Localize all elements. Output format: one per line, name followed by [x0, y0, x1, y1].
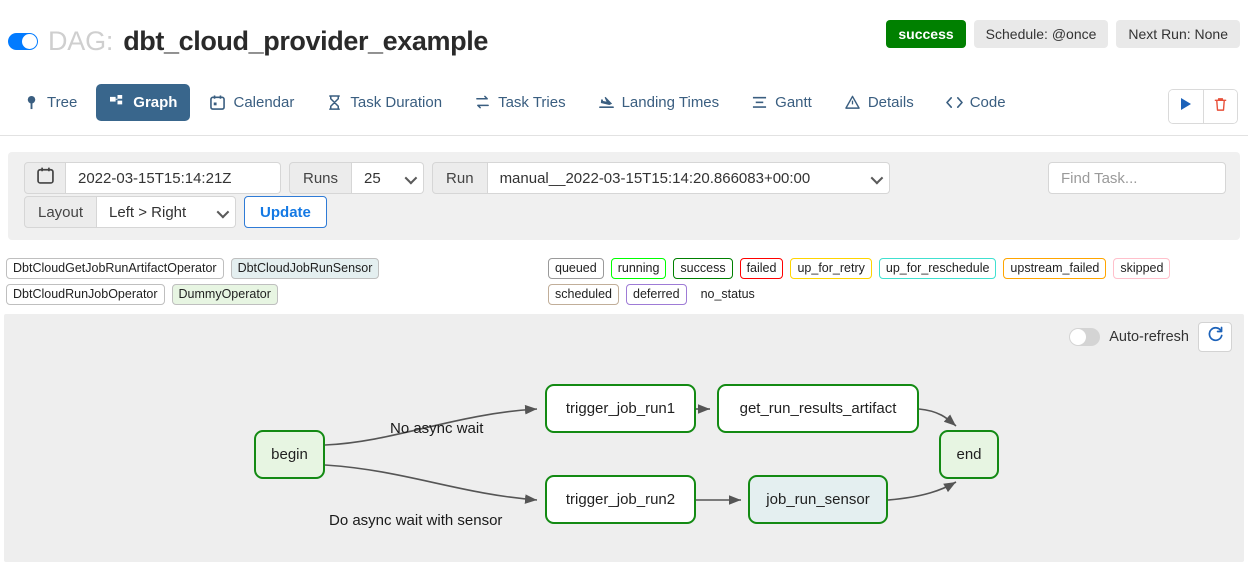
gantt-icon — [751, 94, 768, 111]
landing-icon — [598, 94, 615, 111]
status-badge: success — [886, 20, 966, 48]
legends: DbtCloudGetJobRunArtifactOperator DbtClo… — [0, 256, 1248, 308]
operator-chip: DbtCloudJobRunSensor — [230, 258, 380, 279]
status-chip-deferred[interactable]: deferred — [626, 284, 687, 305]
status-chip-skipped[interactable]: skipped — [1113, 258, 1171, 279]
tab-task-duration[interactable]: Task Duration — [313, 84, 455, 121]
tab-details[interactable]: Details — [831, 84, 927, 121]
find-task-input[interactable] — [1048, 162, 1226, 194]
view-tabbar: Tree Graph Calendar Task Duration — [0, 78, 1248, 136]
status-legend: queued running success failed up_for_ret… — [548, 258, 1242, 305]
operator-chip: DbtCloudGetJobRunArtifactOperator — [6, 258, 224, 279]
dag-title-block: DAG: dbt_cloud_provider_example — [8, 26, 488, 57]
auto-refresh-toggle[interactable] — [1069, 328, 1101, 346]
base-date-group: 2022-03-15T15:14:21Z — [24, 162, 281, 194]
status-chip-no-status[interactable]: no_status — [700, 287, 755, 301]
layout-label: Layout — [24, 196, 98, 228]
calendar-icon — [209, 94, 226, 111]
run-select[interactable]: manual__2022-03-15T15:14:20.866083+00:00 — [487, 162, 890, 194]
tab-label: Task Tries — [498, 94, 566, 111]
tab-tree[interactable]: Tree — [10, 84, 90, 121]
status-chip-up-for-reschedule[interactable]: up_for_reschedule — [878, 258, 997, 279]
refresh-icon — [1207, 326, 1224, 348]
task-node-job-run-sensor[interactable]: job_run_sensor — [748, 475, 888, 524]
tab-label: Details — [867, 94, 914, 111]
dag-pause-toggle[interactable] — [8, 33, 38, 50]
tab-label: Graph — [133, 94, 178, 111]
status-chip-up-for-retry[interactable]: up_for_retry — [790, 258, 872, 279]
tab-label: Tree — [47, 94, 78, 111]
tab-calendar[interactable]: Calendar — [196, 84, 307, 121]
hourglass-icon — [326, 94, 343, 111]
edge-begin-trigger2 — [324, 464, 538, 504]
view-tabs: Tree Graph Calendar Task Duration — [10, 84, 1019, 121]
calendar-icon — [36, 167, 54, 189]
trash-icon — [1213, 97, 1228, 117]
page-header: DAG: dbt_cloud_provider_example success … — [0, 0, 1248, 72]
dag-action-buttons — [1168, 89, 1238, 124]
next-run-badge: Next Run: None — [1116, 20, 1240, 48]
auto-refresh-controls: Auto-refresh — [1069, 322, 1232, 352]
code-icon — [945, 94, 963, 111]
status-chip-scheduled[interactable]: scheduled — [548, 284, 619, 305]
tab-code[interactable]: Code — [933, 84, 1019, 121]
toolbar-row-top: 2022-03-15T15:14:21Z Runs 25 Run manual_… — [24, 162, 890, 194]
tab-landing-times[interactable]: Landing Times — [585, 84, 733, 121]
tab-graph[interactable]: Graph — [96, 84, 191, 121]
trigger-dag-button[interactable] — [1169, 90, 1203, 123]
operator-chip: DummyOperator — [171, 284, 278, 305]
tab-label: Landing Times — [621, 94, 720, 111]
toolbar-row-bottom: Layout Left > Right Update — [24, 196, 327, 228]
status-chip-running[interactable]: running — [610, 258, 667, 279]
tab-gantt[interactable]: Gantt — [738, 84, 825, 121]
task-node-trigger-job-run2[interactable]: trigger_job_run2 — [545, 475, 696, 524]
header-badges: success Schedule: @once Next Run: None — [886, 20, 1240, 48]
operator-legend: DbtCloudGetJobRunArtifactOperator DbtClo… — [6, 258, 536, 305]
calendar-picker-button[interactable] — [24, 162, 66, 194]
retry-icon — [474, 94, 491, 111]
refresh-button[interactable] — [1198, 322, 1232, 352]
run-group: Run manual__2022-03-15T15:14:20.866083+0… — [432, 162, 890, 194]
base-date-input[interactable]: 2022-03-15T15:14:21Z — [66, 162, 281, 194]
status-chip-queued[interactable]: queued — [548, 258, 604, 279]
edge-begin-trigger1 — [324, 404, 538, 446]
runs-select[interactable]: 25 — [352, 162, 425, 194]
tab-label: Task Duration — [350, 94, 443, 111]
tab-label: Gantt — [775, 94, 812, 111]
layout-group: Layout Left > Right — [24, 196, 237, 228]
dag-prefix-label: DAG: — [48, 26, 114, 56]
edge-artifact-end — [918, 408, 957, 427]
task-node-begin[interactable]: begin — [254, 430, 325, 479]
delete-dag-button[interactable] — [1203, 90, 1237, 123]
tree-icon — [23, 94, 40, 111]
status-chip-success[interactable]: success — [673, 258, 733, 279]
runs-label: Runs — [289, 162, 353, 194]
update-button[interactable]: Update — [244, 196, 327, 228]
tab-task-tries[interactable]: Task Tries — [461, 84, 579, 121]
edge-label-no-async-wait: No async wait — [390, 420, 484, 437]
tab-label: Code — [969, 94, 1006, 111]
layout-select[interactable]: Left > Right — [97, 196, 237, 228]
auto-refresh-label: Auto-refresh — [1109, 329, 1189, 345]
graph-toolbar: 2022-03-15T15:14:21Z Runs 25 Run manual_… — [8, 152, 1240, 240]
play-icon — [1179, 97, 1193, 116]
task-node-get-run-results-artifact[interactable]: get_run_results_artifact — [717, 384, 919, 433]
runs-group: Runs 25 — [289, 162, 425, 194]
graph-icon — [109, 94, 126, 111]
tab-label: Calendar — [233, 94, 295, 111]
edge-sensor-end — [887, 481, 957, 501]
dag-edges — [324, 404, 957, 505]
task-node-trigger-job-run1[interactable]: trigger_job_run1 — [545, 384, 696, 433]
schedule-badge: Schedule: @once — [973, 20, 1109, 48]
task-node-end[interactable]: end — [939, 430, 999, 479]
operator-chip: DbtCloudRunJobOperator — [6, 284, 165, 305]
dag-graph-canvas[interactable]: Auto-refresh — [4, 314, 1244, 562]
triangle-info-icon — [844, 94, 861, 111]
run-label: Run — [432, 162, 488, 194]
status-chip-upstream-failed[interactable]: upstream_failed — [1003, 258, 1107, 279]
page-title: dbt_cloud_provider_example — [123, 26, 488, 56]
edge-label-do-async-wait: Do async wait with sensor — [329, 512, 503, 529]
status-chip-failed[interactable]: failed — [739, 258, 784, 279]
